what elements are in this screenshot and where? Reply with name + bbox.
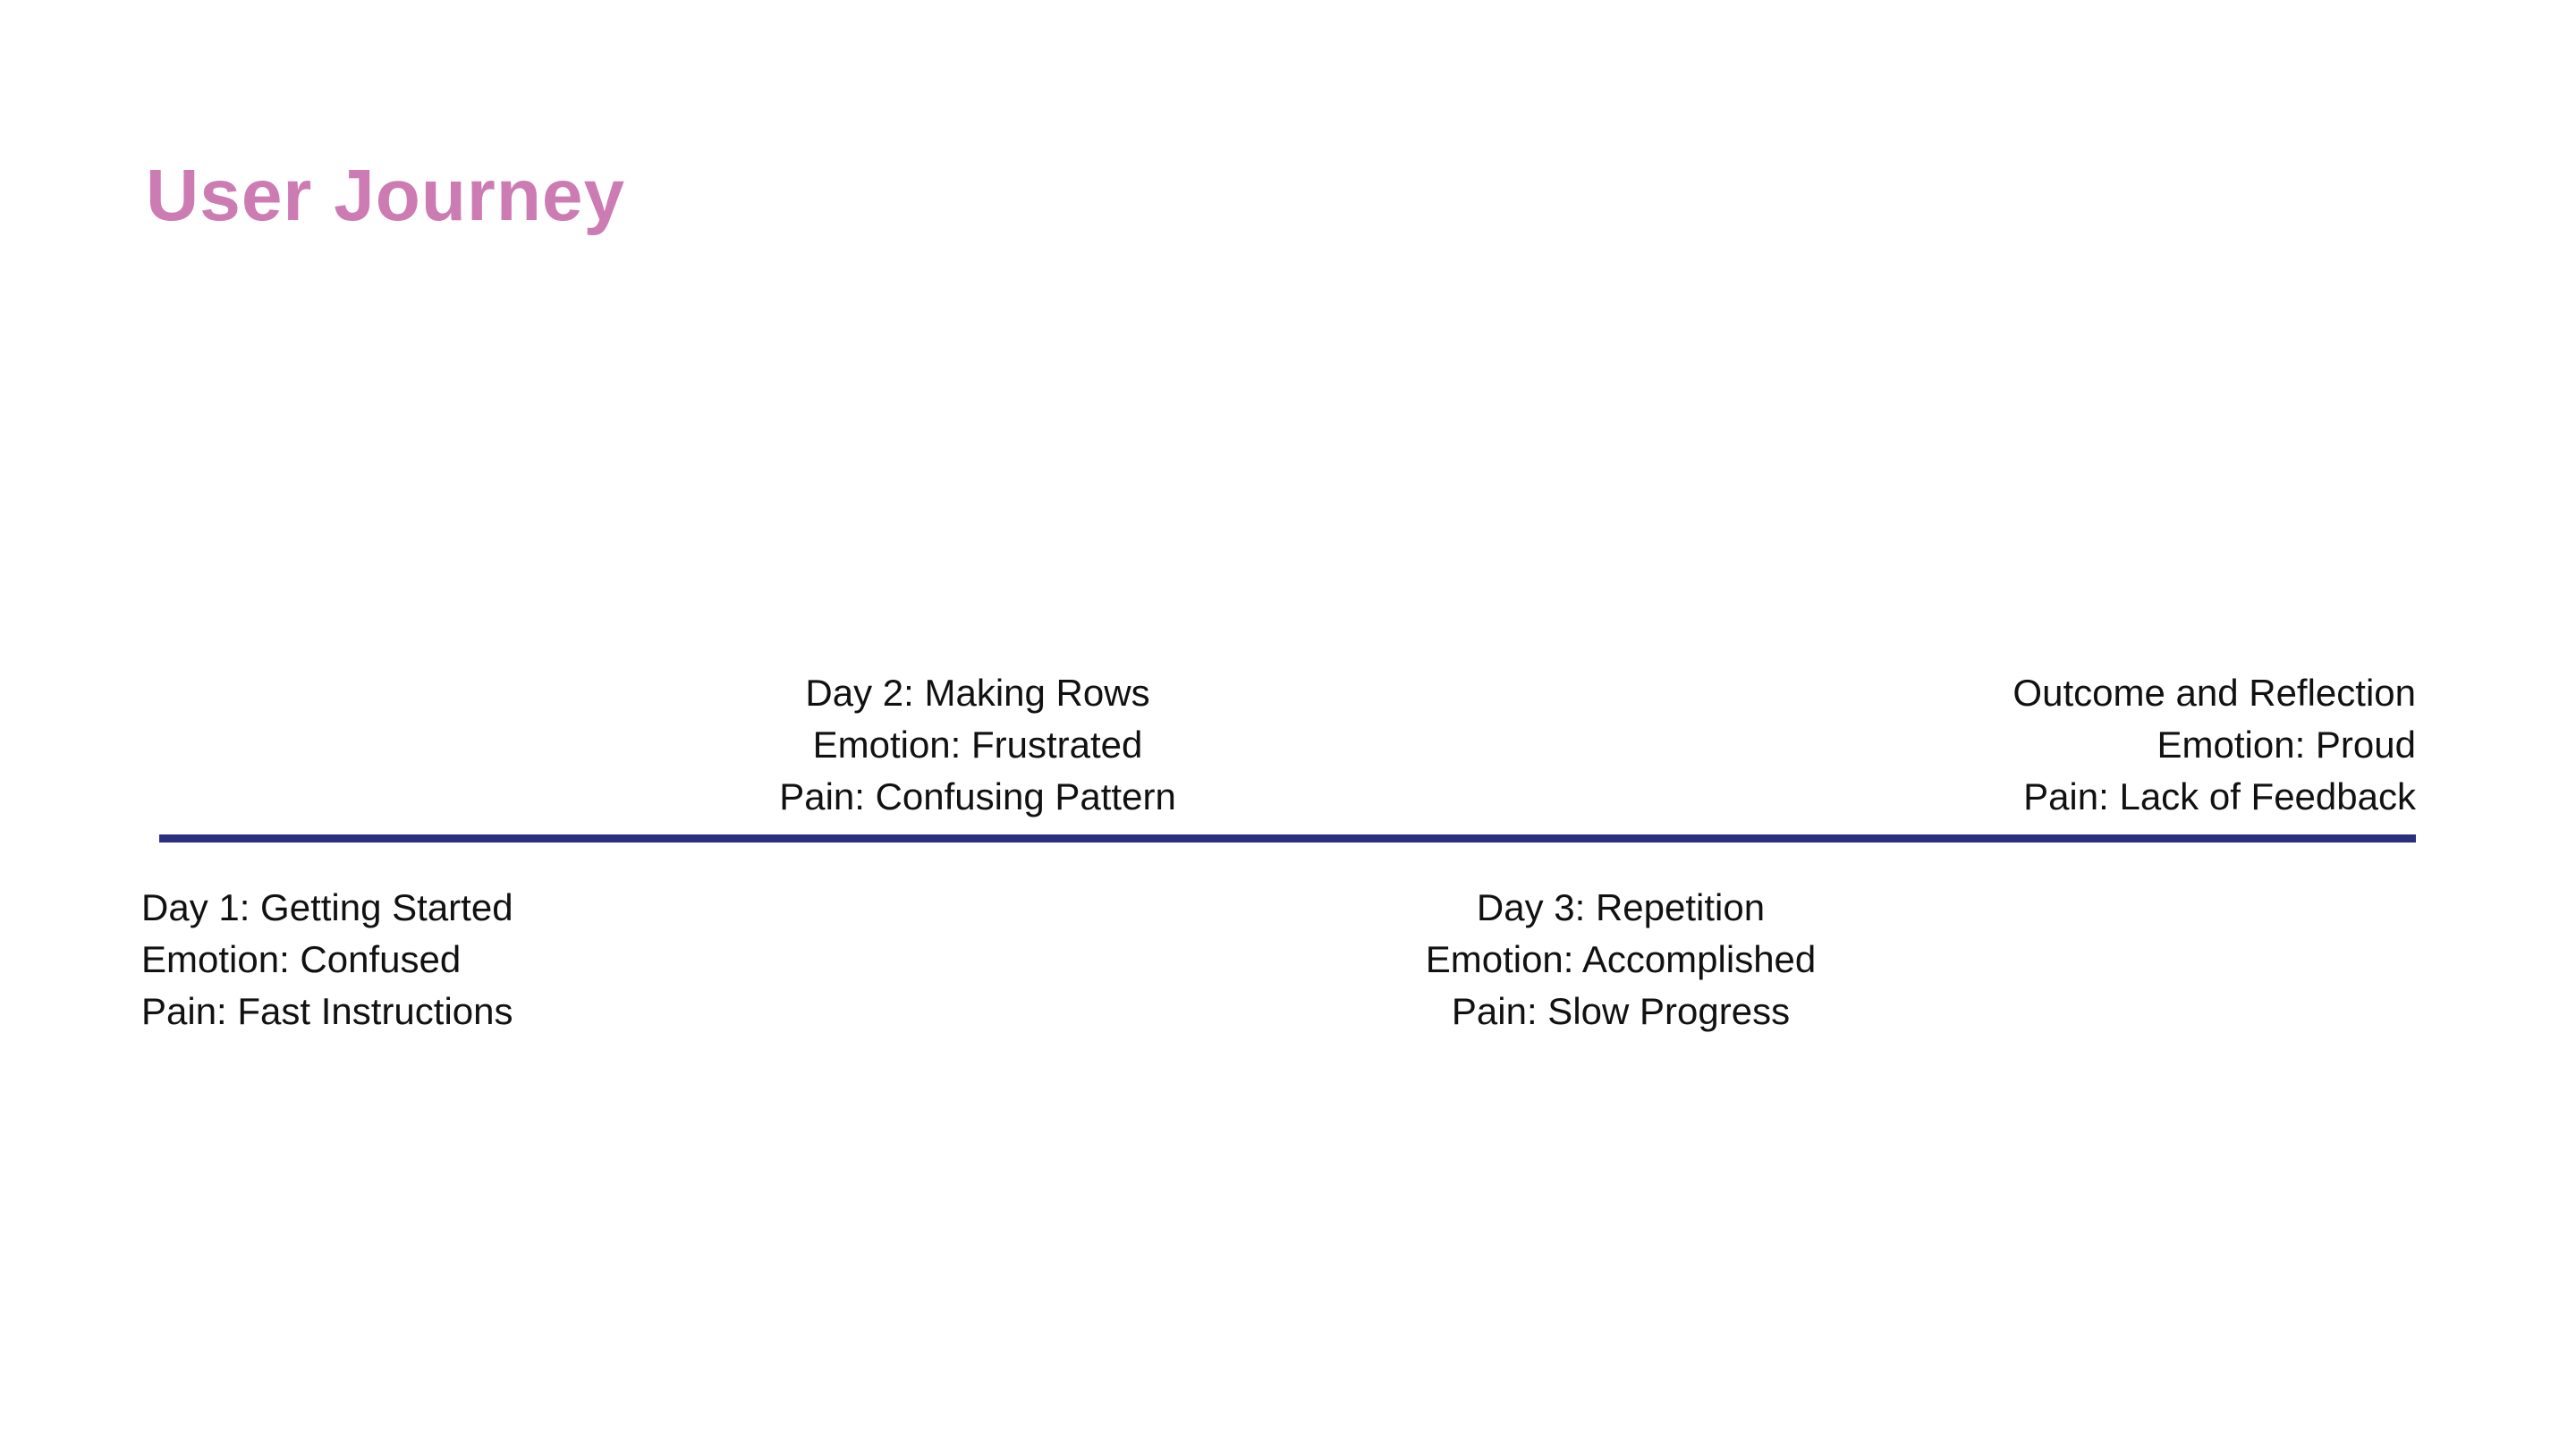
stop-pain: Pain: Lack of Feedback [2023, 775, 2416, 817]
stop-emotion: Emotion: Confused [141, 938, 462, 980]
journey-stop-day-2: Day 2: Making Rows Emotion: Frustrated P… [779, 667, 1176, 823]
stop-pain: Pain: Confusing Pattern [779, 775, 1176, 817]
stop-name: Day 3: Repetition [1476, 886, 1766, 928]
stop-pain: Pain: Fast Instructions [141, 990, 513, 1032]
journey-stop-day-3: Day 3: Repetition Emotion: Accomplished … [1426, 882, 1817, 1037]
stop-emotion: Emotion: Accomplished [1425, 938, 1817, 980]
stop-name: Day 2: Making Rows [805, 672, 1150, 714]
stop-emotion: Emotion: Proud [2157, 724, 2417, 766]
stop-emotion: Emotion: Frustrated [812, 724, 1143, 766]
timeline-line [159, 834, 2416, 843]
stop-pain: Pain: Slow Progress [1451, 990, 1791, 1032]
journey-stop-outcome: Outcome and Reflection Emotion: Proud Pa… [2012, 667, 2416, 823]
stop-name: Outcome and Reflection [2012, 672, 2416, 714]
stop-name: Day 1: Getting Started [141, 886, 513, 928]
journey-stop-day-1: Day 1: Getting Started Emotion: Confused… [141, 882, 513, 1037]
page-title: User Journey [146, 155, 626, 236]
